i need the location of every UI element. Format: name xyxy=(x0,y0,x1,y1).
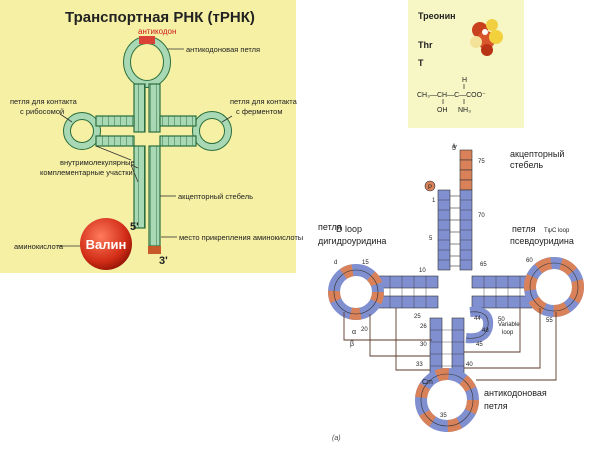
label-complementary-2: комплементарные участки xyxy=(40,168,133,177)
tertiary-interactions xyxy=(343,308,557,381)
panel-trna-bg xyxy=(0,0,296,273)
formula-nh3: NH₃ xyxy=(458,107,471,114)
marker-alpha: α xyxy=(352,329,356,336)
label-anticodon-2: петля xyxy=(484,401,508,411)
struct-d-arm xyxy=(328,264,439,320)
label-variable-2: loop xyxy=(502,330,514,336)
threonine-molecule-model xyxy=(470,19,503,56)
label-dloop: D loop xyxy=(336,224,362,234)
position-numbers: 75 70 5 1 10 15 20 25 26 30 33 35 40 44 … xyxy=(361,159,553,419)
panel-threonine: Треонин Thr T H CH₃—CH—C—COO⁻ OH NH₃ xyxy=(408,0,524,128)
amino-acid-name: Валин xyxy=(86,237,127,252)
anticodon-label: антикодон xyxy=(138,27,176,36)
label-ribosome-loop-1: петля для контакта xyxy=(10,97,78,106)
threonine-abbr3: Thr xyxy=(418,40,433,50)
anticodon-stem xyxy=(133,83,161,133)
threonine-abbr1: T xyxy=(418,58,424,68)
pos-26: 26 xyxy=(420,324,427,330)
label-acceptor-1: акцепторный xyxy=(510,149,564,159)
pos-1: 1 xyxy=(432,198,436,204)
pos-45: 45 xyxy=(476,342,483,348)
figure-caption: (a) xyxy=(332,435,341,442)
five-prime-label: 5' xyxy=(130,221,139,233)
pos-75: 75 xyxy=(478,159,485,165)
pos-30: 30 xyxy=(420,342,427,348)
label-acceptor-2: стебель xyxy=(510,160,543,170)
threonine-title: Треонин xyxy=(418,11,456,21)
label-tloop-ru: псевдоуридина xyxy=(510,236,574,246)
three-prime-label: 3' xyxy=(159,255,168,267)
label-variable-1: Variable xyxy=(498,322,520,328)
anticodon-triplet xyxy=(139,36,155,44)
label-tloop: петля xyxy=(512,224,536,234)
label-anticodon-1: антикодоновая xyxy=(484,388,547,398)
pos-65: 65 xyxy=(480,262,487,268)
amino-acid-ball xyxy=(80,218,132,270)
label-dloop-ru-2: дигидроуридина xyxy=(318,236,386,246)
label-enzyme-loop-1: петля для контакта xyxy=(230,97,298,106)
formula-main: CH₃—CH—C—COO⁻ xyxy=(417,92,486,99)
pos-40: 40 xyxy=(466,362,473,368)
pos-50: 50 xyxy=(498,317,505,323)
pos-5: 5 xyxy=(429,236,433,242)
struct-t-arm xyxy=(471,257,584,317)
ribosome-contact-loop xyxy=(63,112,135,150)
pos-15: 15 xyxy=(362,260,369,266)
pos-20: 20 xyxy=(361,327,368,333)
marker-a: A xyxy=(452,144,456,150)
pos-55: 55 xyxy=(546,318,553,324)
attachment-site xyxy=(148,246,161,254)
acceptor-3prime-tail: 3' xyxy=(452,145,473,191)
pos-44: 44 xyxy=(474,316,481,322)
pos-25: 25 xyxy=(414,314,421,320)
label-acceptor-stem: акцепторный стебель xyxy=(178,192,253,201)
label-ribosome-loop-2: с рибосомой xyxy=(20,107,64,116)
pos-35: 35 xyxy=(440,413,447,419)
formula-h: H xyxy=(462,77,467,84)
anticodon-loop xyxy=(123,36,171,88)
struct-anticodon-arm xyxy=(415,317,479,432)
phosphate-marker xyxy=(424,180,436,192)
label-amino-acid: аминокислота xyxy=(14,242,64,251)
pos-70: 70 xyxy=(478,213,485,219)
marker-beta: β xyxy=(350,341,354,348)
label-attachment-site: место прикрепления аминокислоты xyxy=(179,233,303,242)
label-enzyme-loop-2: с ферментом xyxy=(236,107,283,116)
label-complementary-1: внутримолекулярные xyxy=(60,158,135,167)
enzyme-contact-loop xyxy=(159,111,232,151)
panel-structure: 3' xyxy=(318,144,584,442)
marker-cm: Cm xyxy=(422,379,433,386)
panel-trna: Транспортная РНК (тРНК) антикодон xyxy=(0,0,303,273)
struct-3prime: 3' xyxy=(452,145,457,152)
pos-33: 33 xyxy=(416,362,423,368)
formula-oh: OH xyxy=(437,107,448,114)
label-tpsic: TψC loop xyxy=(544,228,570,234)
pos-60: 60 xyxy=(526,258,533,264)
panel-trna-title: Транспортная РНК (тРНК) xyxy=(65,9,255,26)
leader-lines xyxy=(58,48,233,247)
pos-48: 48 xyxy=(482,328,489,334)
pos-10: 10 xyxy=(419,268,426,274)
panel-threonine-bg xyxy=(408,0,524,128)
marker-d: d xyxy=(334,260,337,266)
struct-variable-loop xyxy=(465,306,494,344)
p-marker-label: P xyxy=(428,185,432,191)
label-anticodon-loop: антикодоновая петля xyxy=(186,45,260,54)
label-dloop-ru-1: петля xyxy=(318,222,342,232)
struct-acceptor-stem xyxy=(437,189,473,271)
